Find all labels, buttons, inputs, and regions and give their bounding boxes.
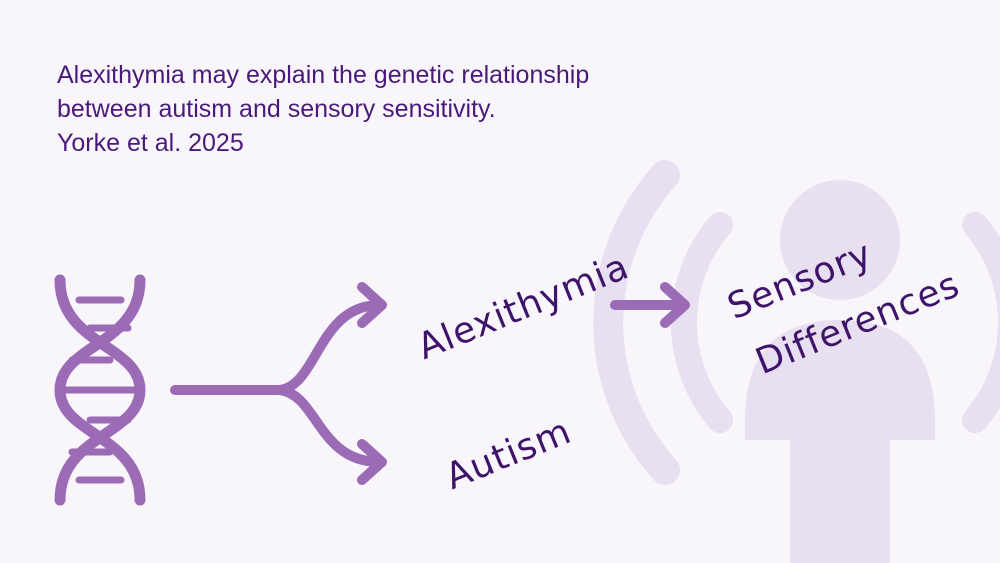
caption-line-2: between autism and sensory sensitivity. [57,95,496,123]
sensory-waves-icon [593,160,1000,485]
diagram-caption: Alexithymia may explain the genetic rela… [57,58,777,160]
dna-double-helix-icon [54,274,146,506]
person-silhouette-icon [745,180,935,563]
link-arrow-alexithymia-to-sensory [610,282,690,328]
caption-line-1: Alexithymia may explain the genetic rela… [57,61,590,89]
branch-arrow [170,282,387,485]
caption-citation: Yorke et al. 2025 [57,129,244,157]
